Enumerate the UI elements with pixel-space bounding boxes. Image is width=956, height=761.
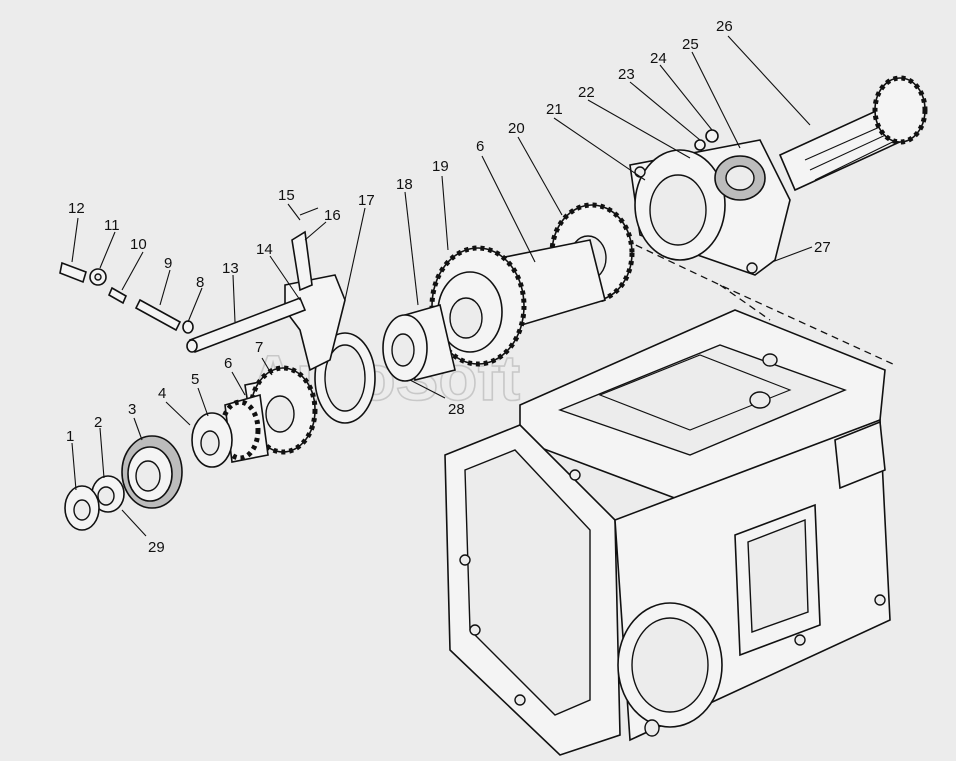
- gearbox-housing: [444, 309, 891, 756]
- callout-11: 11: [104, 217, 120, 234]
- callout-29: 29: [148, 539, 165, 556]
- callout-20: 20: [508, 120, 525, 137]
- callout-10: 10: [130, 236, 147, 253]
- callout-8: 8: [196, 274, 204, 291]
- callout-labels: 1 2 3 4 5 6 6 7 8 9 10 11 12 13 14 15 16…: [66, 18, 831, 556]
- callout-14: 14: [256, 241, 273, 258]
- callout-6-front: 6: [224, 355, 232, 372]
- leader-lines: [71, 35, 813, 537]
- nut-1: [64, 485, 100, 531]
- callout-28: 28: [448, 401, 465, 418]
- callout-7: 7: [255, 339, 263, 356]
- small-parts: [59, 261, 194, 334]
- sleeve-5: [191, 412, 233, 468]
- callout-5: 5: [191, 371, 199, 388]
- callout-2: 2: [94, 414, 102, 431]
- assembly-line: [624, 239, 896, 366]
- output-shaft-26: [778, 75, 928, 192]
- callout-4: 4: [158, 385, 166, 402]
- callout-12: 12: [68, 200, 85, 217]
- callout-25: 25: [682, 36, 699, 53]
- callout-22: 22: [578, 84, 595, 101]
- callout-27: 27: [814, 239, 831, 256]
- bearing-3: [121, 435, 183, 509]
- callout-24: 24: [650, 50, 667, 67]
- coupling-18: [382, 303, 456, 382]
- shift-rod-13: [186, 296, 307, 354]
- callout-16: 16: [324, 207, 341, 224]
- callout-19: 19: [432, 158, 449, 175]
- assembly-line: [719, 284, 771, 321]
- callout-23: 23: [618, 66, 635, 83]
- bearing-flange-21: [629, 129, 791, 276]
- callout-6-rear: 6: [476, 138, 484, 155]
- callout-26: 26: [716, 18, 733, 35]
- callout-3: 3: [128, 401, 136, 418]
- callout-9: 9: [164, 255, 172, 272]
- callout-21: 21: [546, 101, 563, 118]
- callout-18: 18: [396, 176, 413, 193]
- callout-13: 13: [222, 260, 239, 277]
- callout-17: 17: [358, 192, 375, 209]
- callout-15: 15: [278, 187, 295, 204]
- gear-cluster-19: [429, 239, 606, 367]
- callout-1: 1: [66, 428, 74, 445]
